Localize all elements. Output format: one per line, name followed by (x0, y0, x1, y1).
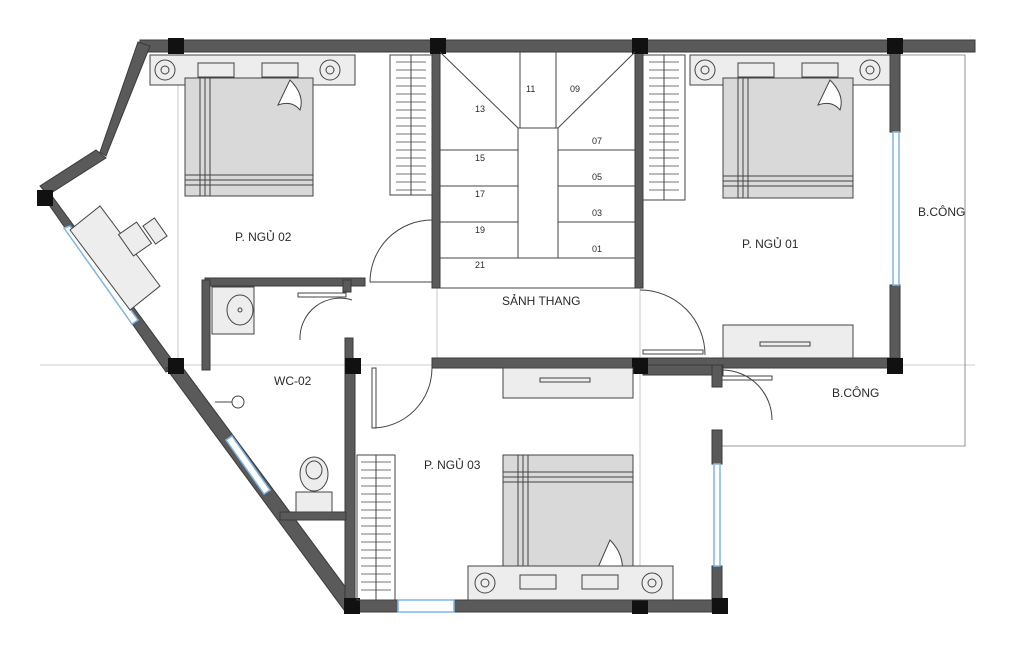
step-label-09: 09 (570, 84, 580, 94)
step-label-17: 17 (475, 189, 485, 199)
windows (62, 131, 900, 613)
doors (297, 219, 773, 429)
wardrobe-bed02 (389, 54, 433, 196)
bed-bedroom-02 (149, 54, 356, 197)
step-label-15: 15 (475, 153, 485, 163)
tv-console-bedroom-03 (502, 367, 634, 399)
bed-bedroom-03 (467, 454, 674, 601)
label-bedroom-01: P. NGỦ 01 (742, 236, 799, 251)
label-wc-02: WC-02 (274, 374, 312, 388)
step-label-11: 11 (526, 84, 535, 94)
desk-bedroom-02 (69, 205, 168, 311)
step-label-01: 01 (592, 244, 602, 254)
label-bedroom-03: P. NGỦ 03 (424, 457, 481, 472)
step-label-05: 05 (592, 172, 602, 182)
staircase (439, 51, 636, 289)
step-label-07: 07 (592, 136, 602, 146)
tv-console-bedroom-01 (722, 324, 854, 359)
wardrobe-bed01 (642, 54, 686, 201)
step-label-03: 03 (592, 208, 602, 218)
room-labels: P. NGỦ 02 P. NGỦ 01 P. NGỦ 03 WC-02 SẢNH… (235, 204, 965, 472)
stair-step-labels: 01 03 05 07 09 11 13 15 17 19 21 (475, 84, 602, 270)
wc-fixtures (211, 286, 333, 513)
label-stair-lobby: SẢNH THANG (502, 293, 580, 308)
bed-bedroom-01 (689, 54, 891, 199)
wardrobe-bed03 (356, 454, 396, 601)
label-balcony-lower: B.CÔNG (832, 385, 879, 400)
balcony-outline (722, 54, 966, 447)
step-label-19: 19 (475, 225, 485, 235)
label-balcony-upper: B.CÔNG (918, 204, 965, 219)
step-label-13: 13 (475, 104, 485, 114)
columns (37, 38, 903, 614)
label-bedroom-02: P. NGỦ 02 (235, 229, 292, 244)
step-label-21: 21 (475, 260, 485, 270)
